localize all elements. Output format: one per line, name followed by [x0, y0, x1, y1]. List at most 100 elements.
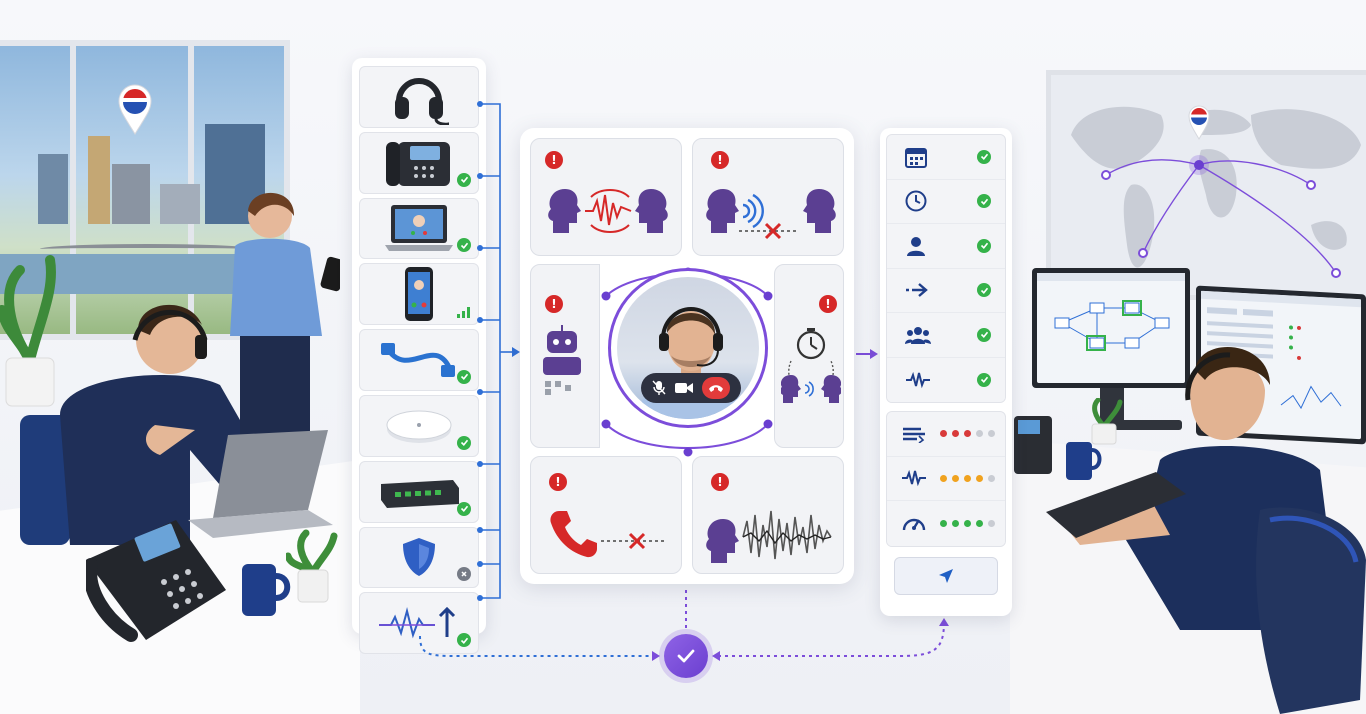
agent-on-phone-person	[20, 304, 260, 545]
status-ok-icon	[977, 327, 991, 342]
device-card-switch[interactable]	[359, 460, 479, 523]
checkmark-icon	[677, 649, 695, 663]
issue-tile-one-way-audio[interactable]: !	[692, 138, 844, 256]
check-row-time[interactable]	[887, 179, 1005, 224]
ethernet-cable-icon	[381, 343, 455, 378]
status-ok-icon	[457, 369, 471, 384]
end-call-button[interactable]	[702, 377, 731, 399]
send-report-button[interactable]	[894, 556, 998, 595]
small-plant-right-icon	[1091, 398, 1123, 445]
status-ok-icon	[977, 238, 991, 253]
warning-icon: !	[545, 295, 563, 313]
device-card-audio-upload[interactable]	[359, 592, 479, 655]
checks-group	[886, 134, 1006, 403]
check-row-audio[interactable]	[887, 357, 1005, 402]
issue-tile-dropped-call[interactable]: !	[530, 456, 682, 574]
warning-icon: !	[819, 295, 837, 313]
routing-arrow-icon	[906, 283, 928, 298]
status-ok-icon	[977, 283, 991, 298]
desk-phone-icon	[86, 520, 226, 642]
bot-transcription-icon	[543, 325, 581, 395]
issue-tile-bot[interactable]: !	[530, 264, 600, 448]
monitor-base	[1114, 420, 1182, 430]
diagnostics-status-panel	[880, 128, 1012, 616]
status-ok-icon	[457, 501, 471, 516]
wifi-access-point-icon	[386, 410, 452, 443]
headset-icon	[395, 77, 449, 125]
bandwidth-icon	[903, 427, 925, 443]
warning-icon: !	[549, 473, 567, 491]
echo-icon	[548, 189, 668, 233]
warning-icon: !	[711, 151, 729, 169]
world-map	[1046, 70, 1366, 300]
desk-phone-icon	[386, 141, 450, 186]
quality-dots	[940, 519, 995, 527]
small-plant-icon	[286, 529, 338, 603]
video-call-hub[interactable]	[608, 268, 768, 428]
status-ok-icon	[977, 149, 991, 164]
status-ok-icon	[457, 435, 471, 450]
status-ok-icon	[457, 172, 471, 187]
verified-check-button[interactable]	[664, 634, 708, 678]
metric-row-bandwidth[interactable]	[887, 412, 1005, 457]
status-ok-icon	[457, 238, 471, 253]
metric-row-jitter[interactable]	[887, 456, 1005, 501]
ip-phone-icon	[1014, 416, 1052, 474]
signal-strength-icon	[457, 307, 470, 319]
network-switch-icon	[381, 479, 459, 508]
device-card-smartphone[interactable]	[359, 263, 479, 326]
smartphone-icon	[405, 267, 433, 322]
user-icon	[907, 236, 925, 256]
network-diagram-monitor	[1032, 268, 1190, 388]
status-ok-icon	[977, 372, 991, 387]
metric-row-speed[interactable]	[887, 501, 1005, 546]
hang-up-icon	[709, 385, 724, 392]
coffee-mug-icon	[242, 564, 291, 616]
send-icon	[939, 568, 953, 583]
issue-tile-latency[interactable]: !	[774, 264, 844, 448]
issue-tile-echo[interactable]: !	[530, 138, 682, 256]
status-ok-icon	[977, 194, 991, 209]
dropped-call-icon	[550, 511, 667, 558]
group-icon	[905, 326, 931, 344]
latency-timer-icon	[781, 328, 841, 403]
laptop-icon	[188, 430, 333, 538]
noise-distortion-icon	[706, 510, 832, 563]
warning-icon: !	[711, 473, 729, 491]
status-ok-icon	[457, 633, 471, 648]
quality-dots	[940, 430, 995, 438]
status-error-icon	[457, 567, 471, 582]
jitter-icon	[902, 470, 926, 487]
colleague-with-phone-person	[230, 192, 340, 446]
quality-dots	[940, 474, 995, 482]
call-quality-issues-panel: ! ! !	[520, 128, 854, 584]
device-inventory-panel	[352, 58, 486, 655]
check-row-user[interactable]	[887, 224, 1005, 269]
video-camera-icon[interactable]	[674, 382, 693, 394]
laptop-softphone-icon	[385, 205, 453, 252]
device-card-desk-phone[interactable]	[359, 131, 479, 194]
mute-mic-icon[interactable]	[652, 380, 666, 396]
device-card-laptop[interactable]	[359, 197, 479, 260]
device-card-ethernet[interactable]	[359, 329, 479, 391]
device-card-security[interactable]	[359, 526, 479, 589]
speed-gauge-icon	[902, 519, 926, 531]
calendar-icon	[905, 147, 927, 168]
waveform-upload-icon	[379, 607, 456, 639]
device-card-headset[interactable]	[359, 66, 479, 128]
coffee-mug-right-icon	[1066, 442, 1102, 480]
shield-icon	[403, 538, 435, 577]
check-row-schedule[interactable]	[887, 135, 1005, 180]
one-way-audio-icon	[706, 189, 836, 240]
clock-icon	[905, 190, 927, 212]
call-controls	[641, 373, 741, 403]
check-row-routing[interactable]	[887, 268, 1005, 313]
issue-tile-noise[interactable]: !	[692, 456, 844, 574]
location-pin-icon	[118, 84, 152, 135]
device-card-access-point[interactable]	[359, 394, 479, 457]
check-row-group[interactable]	[887, 313, 1005, 358]
plant-icon	[0, 255, 56, 407]
office-chair-icon	[1256, 507, 1366, 714]
keyboard-icon	[1046, 472, 1186, 538]
